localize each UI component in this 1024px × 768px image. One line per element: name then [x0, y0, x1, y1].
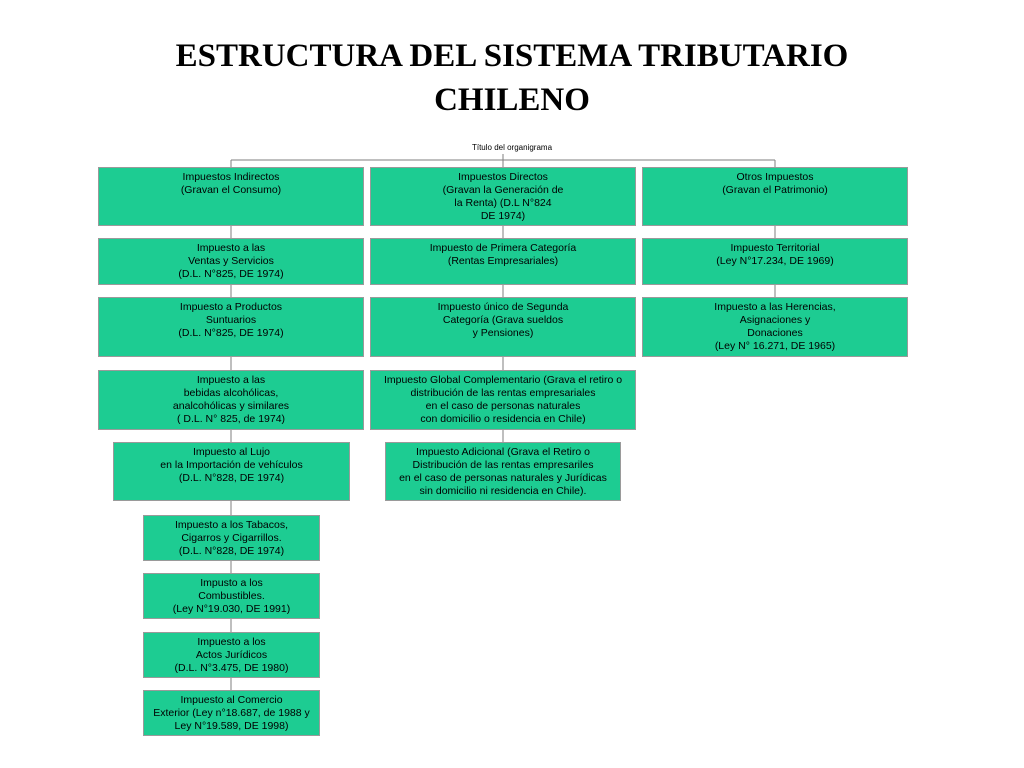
box-text-line: con domicilio o residencia en Chile) — [420, 413, 586, 425]
box-text-line: en la Importación de vehículos — [160, 459, 303, 471]
box-text-line: Exterior (Ley n°18.687, de 1988 y — [153, 707, 310, 719]
box-global-complementario: Impuesto Global Complementario (Grava el… — [370, 370, 636, 430]
box-text-line: bebidas alcohólicas, — [183, 387, 279, 399]
box-otros-impuestos: Otros Impuestos (Gravan el Patrimonio) — [642, 167, 908, 226]
box-text-line: DE 1974) — [480, 210, 526, 222]
box-text-line: Cigarros y Cigarrillos. — [181, 532, 282, 544]
box-impuestos-indirectos: Impuestos Indirectos (Gravan el Consumo) — [98, 167, 364, 226]
box-text-line: (D.L. N°825, DE 1974) — [178, 327, 284, 339]
box-text-line: (Ley N° 16.271, DE 1965) — [714, 340, 836, 352]
box-impuesto-lujo: Impuesto al Lujo en la Importación de ve… — [113, 442, 350, 501]
box-text-line: Impuesto a los — [197, 636, 266, 648]
box-text-line: Donaciones — [747, 327, 803, 339]
box-text-line: Impuesto a las — [196, 374, 266, 386]
box-text-line: en el caso de personas naturales y Juríd… — [399, 472, 607, 484]
box-impuesto-territorial: Impuesto Territorial (Ley N°17.234, DE 1… — [642, 238, 908, 285]
box-text-line: Impuesto a las Herencias, — [714, 301, 836, 313]
box-text-line: (Rentas Empresariales) — [447, 255, 559, 267]
box-text-line: y Pensiones) — [472, 327, 534, 339]
box-text-line: Impuesto al Comercio — [180, 694, 283, 706]
page-title-line-2: CHILENO — [434, 82, 590, 118]
box-impuesto-adicional: Impuesto Adicional (Grava el Retiro o Di… — [385, 442, 621, 501]
box-text-line: Impuesto a Productos — [179, 301, 283, 313]
box-text-line: ( D.L. N° 825, de 1974) — [176, 413, 286, 425]
box-text-line: Impuesto de Primera Categoría — [429, 242, 577, 254]
box-text-line: Impuesto al Lujo — [192, 446, 271, 458]
box-text-line: Impuesto Global Complementario (Grava el… — [383, 374, 623, 386]
box-tabacos: Impuesto a los Tabacos, Cigarros y Cigar… — [143, 515, 320, 561]
box-text-line: Distribución de las rentas empresariles — [412, 459, 594, 471]
box-text-line: (D.L. N°828, DE 1974) — [178, 472, 285, 484]
box-text-line: Impuesto a las — [196, 242, 266, 254]
box-text-line: Impuesto Territorial — [730, 242, 820, 254]
box-text-line: Categoría (Grava sueldos — [442, 314, 564, 326]
box-text-line: (D.L. N°828, DE 1974) — [178, 545, 285, 557]
box-comercio-exterior: Impuesto al Comercio Exterior (Ley n°18.… — [143, 690, 320, 736]
box-text-line: Impuesto Adicional (Grava el Retiro o — [416, 446, 590, 458]
box-text-line: analcohólicas y similares — [172, 400, 290, 412]
box-text-line: (D.L. N°825, DE 1974) — [178, 268, 284, 280]
box-text-line: Otros Impuestos — [736, 171, 814, 183]
box-text-line: Combustibles. — [198, 590, 265, 602]
box-text-line: Asignaciones y — [739, 314, 811, 326]
box-actos-juridicos: Impuesto a los Actos Jurídicos (D.L. N°3… — [143, 632, 320, 678]
box-impuestos-directos: Impuestos Directos (Gravan la Generación… — [370, 167, 636, 226]
box-text-line: Ventas y Servicios — [188, 255, 274, 267]
box-text-line: (Ley N°17.234, DE 1969) — [716, 255, 834, 267]
page-title-line-1: ESTRUCTURA DEL SISTEMA TRIBUTARIO — [175, 38, 849, 74]
box-text-line: (Ley N°19.030, DE 1991) — [172, 603, 291, 615]
box-text-line: distribución de las rentas empresariales — [410, 387, 596, 399]
box-segunda-categoria: Impuesto único de Segunda Categoría (Gra… — [370, 297, 636, 357]
box-text-line: (D.L. N°3.475, DE 1980) — [174, 662, 289, 674]
box-text-line: sin domicilio ni residencia en Chile). — [419, 485, 587, 497]
org-chart-title: Título del organigrama — [471, 143, 553, 152]
box-text-line: Impuestos Directos — [458, 171, 548, 183]
box-combustibles: Impusto a los Combustibles. (Ley N°19.03… — [143, 573, 320, 619]
box-text-line: Impuesto único de Segunda — [437, 301, 569, 313]
page-title: ESTRUCTURA DEL SISTEMA TRIBUTARIO CHILEN… — [0, 34, 1024, 122]
box-productos-suntuarios: Impuesto a Productos Suntuarios (D.L. N°… — [98, 297, 364, 357]
box-text-line: Actos Jurídicos — [195, 649, 268, 661]
box-text-line: (Gravan el Consumo) — [180, 184, 282, 196]
box-primera-categoria: Impuesto de Primera Categoría (Rentas Em… — [370, 238, 636, 285]
box-text-line: Suntuarios — [205, 314, 257, 326]
box-text-line: Ley N°19.589, DE 1998) — [174, 720, 289, 732]
box-iva: Impuesto a las Ventas y Servicios (D.L. … — [98, 238, 364, 285]
box-text-line: (Gravan la Generación de — [442, 184, 564, 196]
box-text-line: la Renta) (D.L N°824 — [454, 197, 552, 209]
box-text-line: (Gravan el Patrimonio) — [722, 184, 828, 196]
box-herencias: Impuesto a las Herencias, Asignaciones y… — [642, 297, 908, 357]
box-text-line: Impuesto a los Tabacos, — [174, 519, 289, 531]
box-bebidas-alcoholicas: Impuesto a las bebidas alcohólicas, anal… — [98, 370, 364, 430]
box-text-line: Impuestos Indirectos — [182, 171, 280, 183]
box-text-line: en el caso de personas naturales — [425, 400, 581, 412]
box-text-line: Impusto a los — [200, 577, 263, 589]
